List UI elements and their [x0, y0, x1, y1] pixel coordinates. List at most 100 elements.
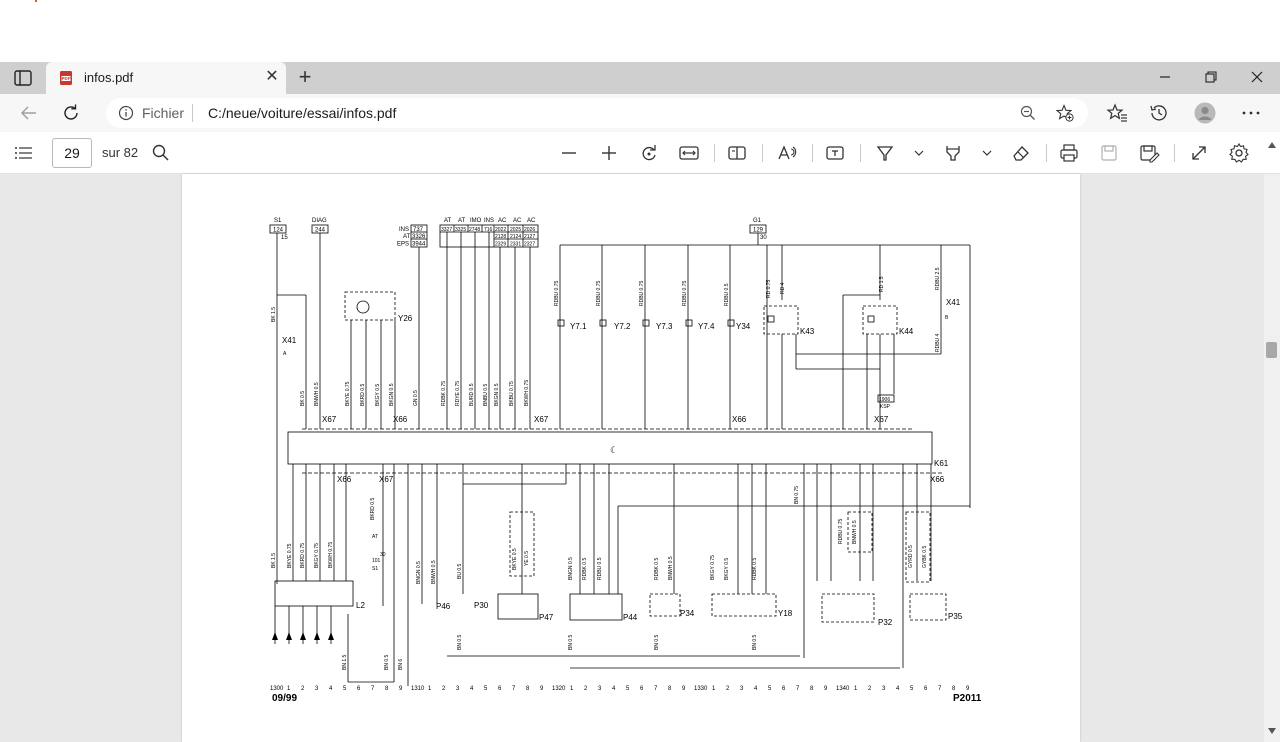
label-p35: P35 [948, 612, 963, 621]
page-view-icon[interactable] [726, 142, 748, 164]
pdf-file-icon: PDF [60, 71, 72, 85]
refresh-icon[interactable] [60, 102, 82, 124]
save-icon[interactable] [1098, 142, 1120, 164]
info-icon[interactable] [118, 105, 134, 121]
ground-ref-0: BN 1.5 [342, 654, 348, 670]
col-box-r1-2: 2748 [469, 227, 480, 233]
label-diag: DIAG [312, 218, 327, 224]
wire-top-11: BNBU 0.5 [483, 384, 489, 406]
minimize-icon[interactable] [1156, 66, 1174, 88]
vertical-scrollbar[interactable] [1264, 174, 1280, 742]
toolbar-separator [812, 144, 813, 162]
scale-digit: 6 [498, 686, 502, 692]
highlight-icon[interactable] [942, 142, 964, 164]
scale-digit: 5 [768, 686, 772, 692]
pdf-viewer[interactable]: S1 124 15 DIAG 244 INS 737 AT 3326 EPS 3… [0, 174, 1280, 742]
col-box-r1-0: 3327 [441, 227, 452, 233]
favorites-icon[interactable] [1106, 102, 1128, 124]
new-tab-button[interactable]: + [298, 64, 312, 89]
label-diag-box: 244 [315, 228, 326, 234]
scale-digit: 6 [782, 686, 786, 692]
col-box-r1-4: 2022 [495, 227, 506, 233]
ground-ref-3: BN 0.5 [457, 634, 463, 650]
wire-top-5: BKGY 0.5 [375, 384, 381, 406]
scroll-thumb[interactable] [1266, 342, 1277, 358]
page-number-input[interactable]: 29 [52, 138, 92, 168]
col-box-r1-6: 2026 [524, 227, 535, 233]
url-text[interactable]: C:/neue/voiture/essai/infos.pdf [208, 105, 397, 121]
scale-digit: 1 [428, 686, 432, 692]
tab-title: infos.pdf [84, 70, 134, 85]
scale-digit: 3 [456, 686, 460, 692]
zoom-in-button-icon[interactable] [598, 142, 620, 164]
url-scheme: Fichier [142, 105, 185, 121]
tab-close-icon[interactable]: ✕ [265, 68, 279, 85]
label-g1-sub: 30 [760, 235, 767, 241]
draw-icon[interactable] [874, 142, 896, 164]
wire-bottom-3: BKGY 0.75 [314, 543, 320, 568]
tab-infos-pdf[interactable]: PDF infos.pdf ✕ [46, 62, 286, 94]
label-y72: Y7.2 [614, 322, 631, 331]
settings-gear-icon[interactable] [1228, 142, 1250, 164]
scale-digit: 2 [584, 686, 588, 692]
print-icon[interactable] [1058, 142, 1080, 164]
label-p46: P46 [436, 602, 451, 611]
rotate-icon[interactable] [638, 142, 660, 164]
scale-digit: 3 [598, 686, 602, 692]
scroll-down-arrow-icon[interactable] [1266, 726, 1278, 736]
label-x67-d: X67 [379, 475, 394, 484]
col-box-r2-2: 2127 [524, 234, 535, 240]
scale-digit: 8 [385, 686, 389, 692]
tab-actions-icon[interactable] [14, 70, 32, 86]
restore-icon[interactable] [1202, 66, 1220, 88]
draw-options-chevron-icon[interactable] [908, 142, 930, 164]
zoom-out-button-icon[interactable] [558, 142, 580, 164]
wire-top-7: GN 0.5 [413, 390, 419, 406]
scale-group-1: 1310 [411, 686, 425, 692]
scale-digit: 6 [357, 686, 361, 692]
profile-avatar-icon[interactable] [1194, 102, 1216, 124]
scale-digit: 7 [796, 686, 800, 692]
label-eps-box: 3944 [412, 242, 426, 248]
wire-top-0: BK 1.5 [271, 307, 277, 322]
wiring-diagram: S1 124 15 DIAG 244 INS 737 AT 3326 EPS 3… [269, 218, 982, 704]
wire-bottom-13: RDBU 0.5 [597, 557, 603, 580]
wire-bottom-17: BKGY 0.5 [724, 558, 730, 580]
add-favorite-icon[interactable] [1056, 104, 1074, 122]
fullscreen-icon[interactable] [1188, 142, 1210, 164]
search-icon[interactable] [150, 142, 172, 164]
history-icon[interactable] [1148, 102, 1170, 124]
wire-top-20: RD 0.75 [766, 279, 772, 298]
window-close-icon[interactable] [1248, 66, 1266, 88]
wire-top-19: RDBU 0.5 [724, 283, 730, 306]
label-p47: P47 [539, 613, 554, 622]
scroll-up-arrow-icon[interactable] [1266, 140, 1278, 150]
col-box-r2-1: 2124 [510, 234, 521, 240]
scale-digit: 4 [754, 686, 758, 692]
scale-digit: 4 [612, 686, 616, 692]
url-field[interactable]: Fichier C:/neue/voiture/essai/infos.pdf [106, 98, 1088, 128]
add-text-icon[interactable] [824, 142, 846, 164]
save-as-icon[interactable] [1138, 142, 1160, 164]
scale-digit: 9 [824, 686, 828, 692]
fit-width-icon[interactable] [678, 142, 700, 164]
eraser-icon[interactable] [1010, 142, 1032, 164]
label-k61: K61 [934, 459, 949, 468]
zoom-out-icon[interactable] [1020, 105, 1036, 121]
wire-top-24: RDBU 4 [935, 333, 941, 352]
back-arrow-icon[interactable] [18, 102, 40, 124]
read-aloud-icon[interactable] [776, 142, 798, 164]
label-y74: Y7.4 [698, 322, 715, 331]
more-menu-icon[interactable] [1240, 102, 1262, 124]
scale-digit: 5 [484, 686, 488, 692]
highlight-options-chevron-icon[interactable] [976, 142, 998, 164]
wire-top-8: RDBK 0.75 [441, 381, 447, 406]
ground-ref-6: BN 0.5 [752, 634, 758, 650]
page-code: P2011 [953, 693, 982, 704]
label-eps: EPS [397, 242, 409, 248]
table-of-contents-icon[interactable] [14, 144, 34, 162]
scale-digit: 8 [668, 686, 672, 692]
wire-bottom-21: BNWH 0.5 [852, 520, 858, 544]
scale-digit: 2 [442, 686, 446, 692]
